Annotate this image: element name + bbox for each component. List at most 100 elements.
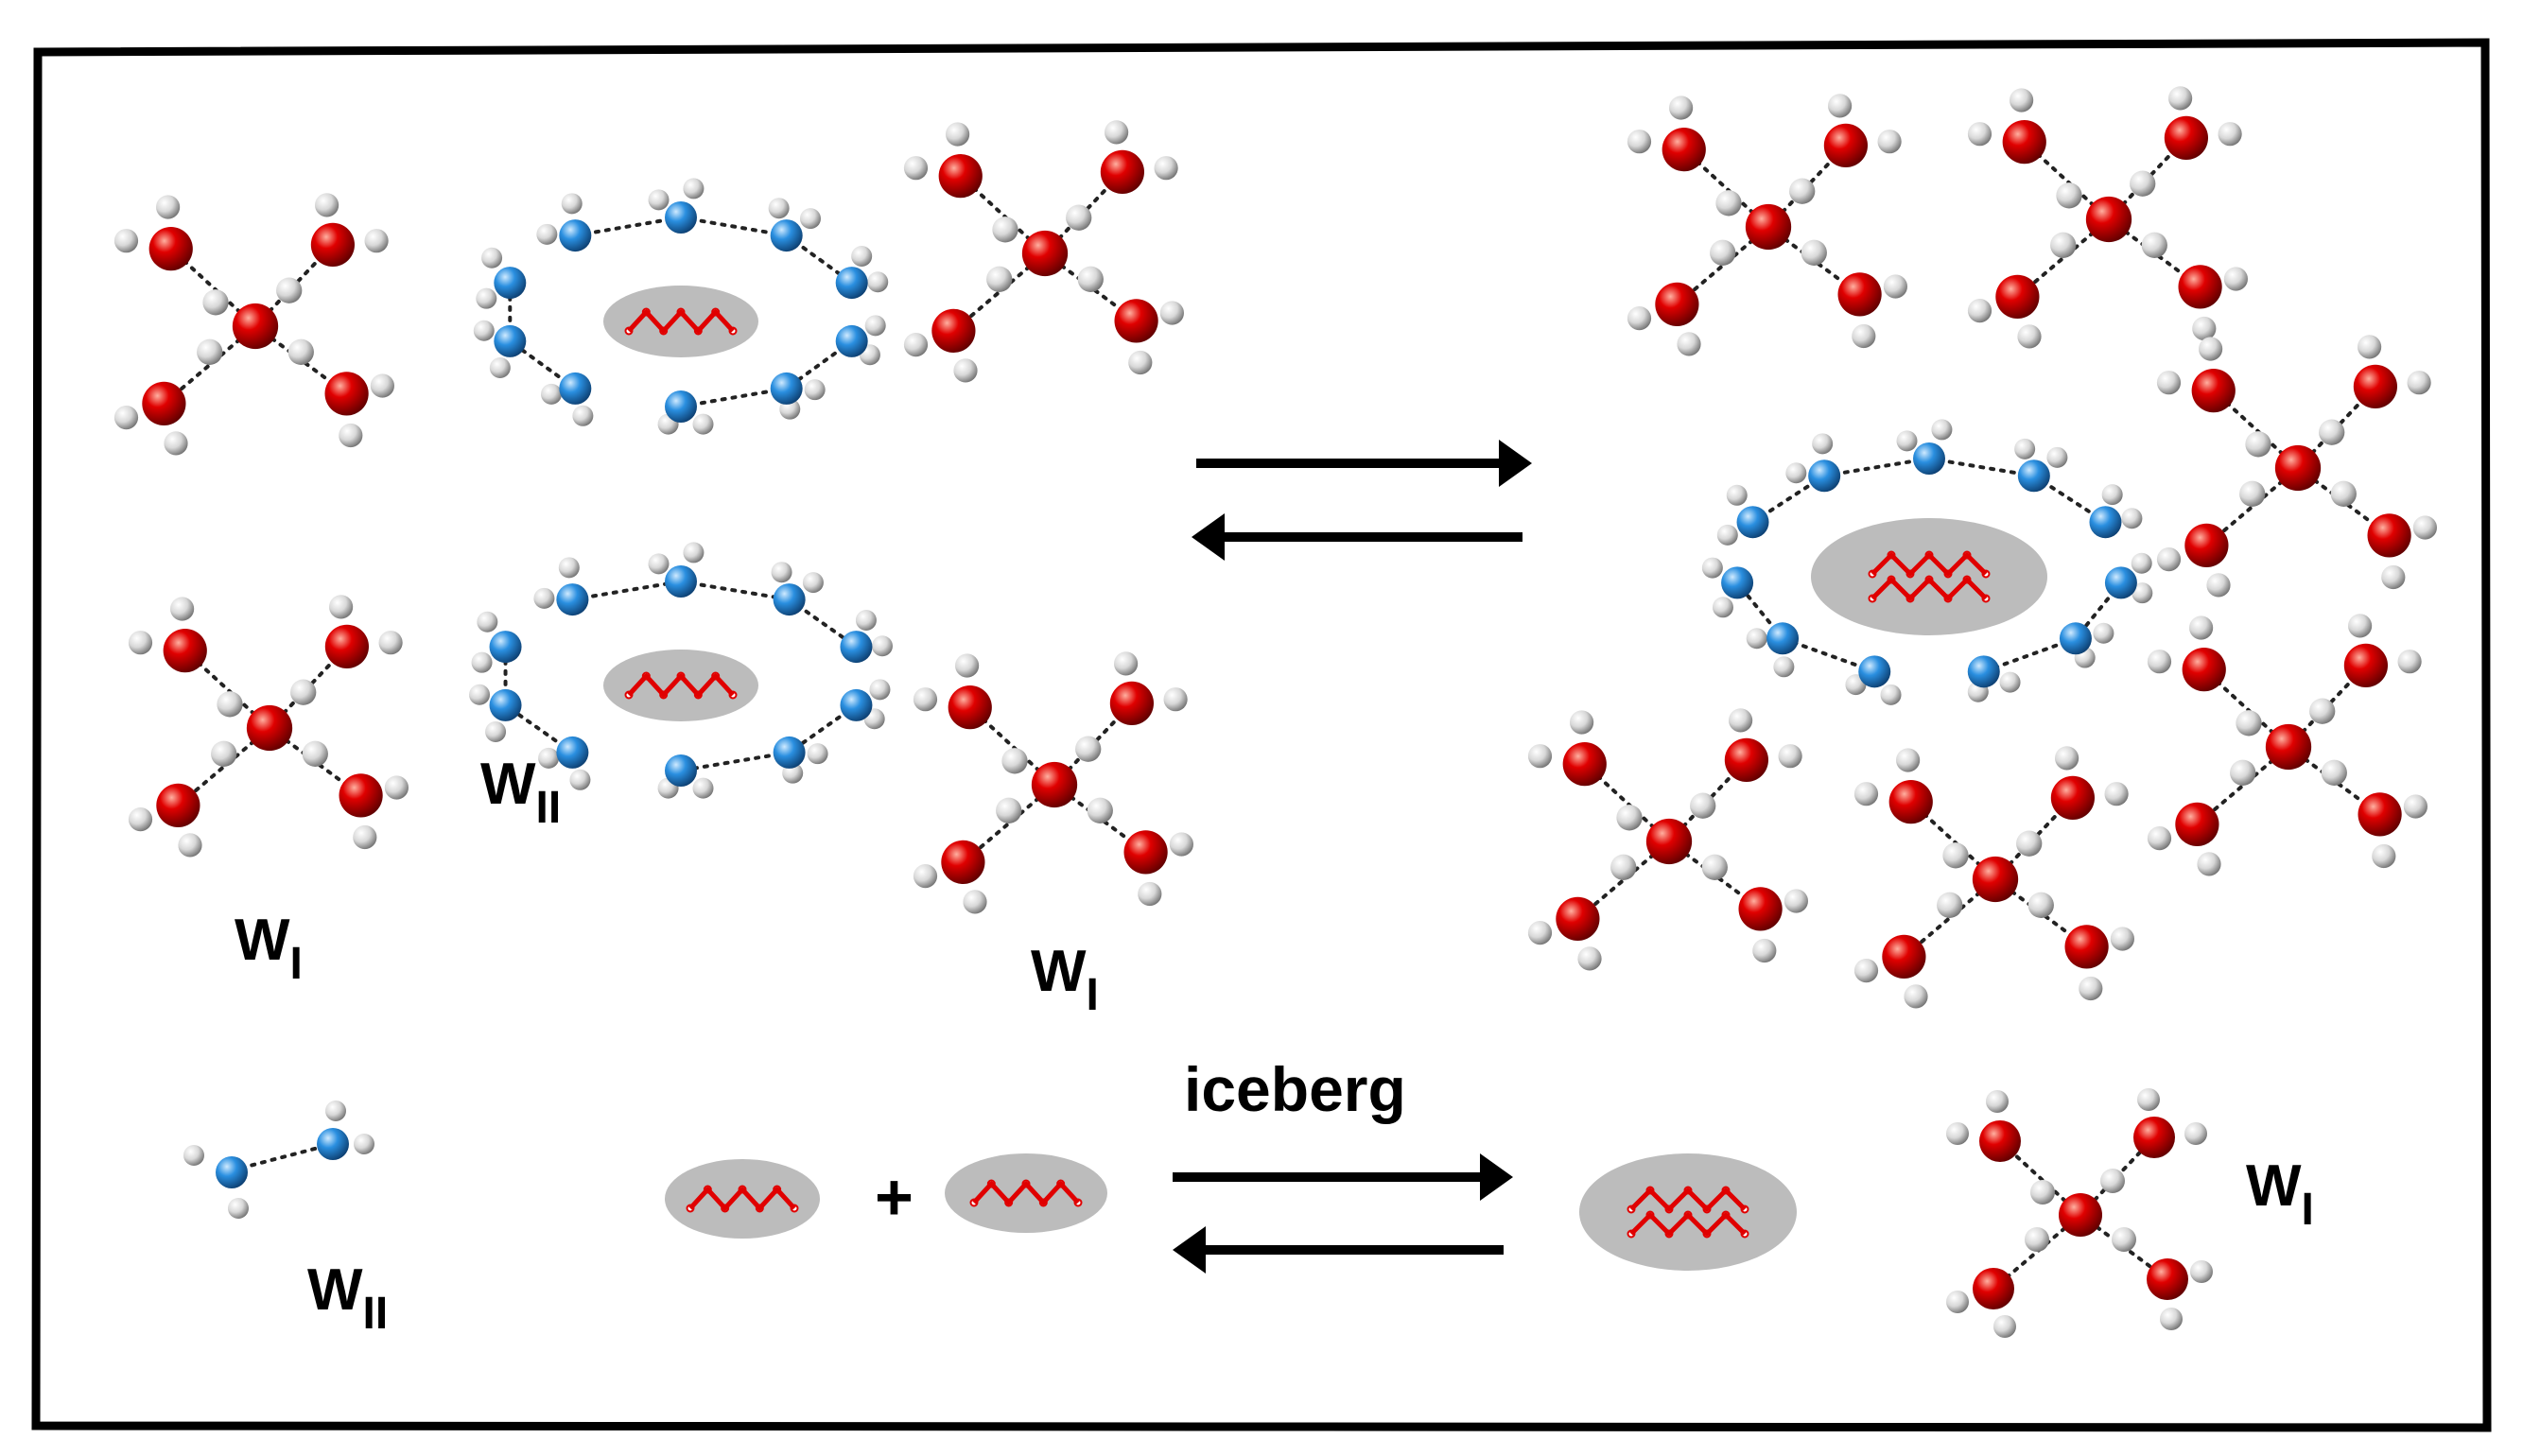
hydrogen-atom (1931, 419, 1953, 441)
label-wii-ring: WII (480, 752, 561, 833)
hydrogen-atom (955, 653, 980, 678)
hydrogen-atom (2132, 582, 2153, 604)
oxygen-atom (1858, 655, 1891, 688)
arrow-right-icon (1196, 440, 1532, 487)
hydrogen-atom (2236, 710, 2262, 737)
hydrogen-atom (1159, 301, 1184, 325)
tetrahedral-water-cluster-icon (1853, 746, 2134, 1009)
hydrogen-atom (2189, 615, 2214, 640)
hydrophobic-solute-icon (603, 650, 758, 721)
oxygen-atom (773, 583, 806, 616)
hydrogen-atom (378, 631, 403, 655)
oxygen-atom (489, 688, 522, 721)
hydrogen-atom (473, 320, 495, 341)
hydrogen-atom (2156, 547, 2182, 572)
hydrogen-atom (339, 423, 363, 448)
hydrogen-atom (2206, 573, 2231, 598)
hydrophobic-solute-icon (603, 286, 758, 357)
oxygen-atom (2064, 925, 2109, 969)
clathrate-ring-icon (473, 178, 889, 435)
hydrogen-atom (2137, 1088, 2160, 1111)
oxygen-atom (2050, 775, 2095, 821)
hydrogen-atom (1128, 350, 1153, 375)
oxygen-atom (324, 372, 369, 416)
hydrogen-atom (2190, 1260, 2213, 1283)
hydrogen-atom (771, 562, 792, 583)
hydrogen-atom (1812, 433, 1834, 455)
oxygen-atom (232, 303, 279, 350)
hydrogen-atom (683, 542, 705, 563)
hydrogen-atom (2016, 830, 2043, 857)
hydrogen-atom (867, 271, 889, 293)
label-wi-left: WI (235, 908, 303, 989)
hydrogen-atom (1154, 156, 1178, 181)
hydrogen-atom (202, 289, 229, 316)
oxygen-atom (1888, 780, 1933, 824)
hydrogen-atom (963, 890, 987, 914)
oxygen-atom (1808, 459, 1841, 493)
oxygen-atom (931, 308, 976, 353)
hydrogen-atom (1773, 656, 1795, 678)
hydrogen-atom (1066, 204, 1092, 231)
hydrogen-atom (683, 178, 705, 199)
oxygen-atom (1738, 887, 1783, 931)
clathrate-ring-icon (469, 542, 893, 799)
hydrogen-atom (996, 797, 1022, 823)
hydrogen-atom (1784, 889, 1808, 913)
hydrogen-atom (913, 687, 938, 712)
hydrogen-atom (2014, 438, 2036, 459)
tetrahedral-water-cluster-icon (128, 595, 409, 858)
hydrogen-atom (561, 193, 583, 215)
arrow-left-icon (1173, 1226, 1504, 1274)
hydrogen-atom (2397, 650, 2422, 674)
oxygen-atom (2184, 523, 2229, 568)
hydrogen-atom (558, 557, 580, 579)
hydrogen-atom (1075, 736, 1102, 762)
equilibrium-arrows-bottom (1173, 1153, 1513, 1274)
hydrogen-atom (302, 740, 328, 767)
oxygen-atom (773, 736, 806, 769)
hydrogen-atom (2130, 170, 2156, 197)
oxygen-atom (2133, 1117, 2175, 1158)
hydrogen-atom (481, 247, 503, 269)
oxygen-atom (156, 783, 200, 828)
oxygen-atom (1662, 128, 1706, 172)
hydrogen-atom (1527, 744, 1553, 769)
hydrogen-atom (329, 595, 354, 619)
hydrogen-atom (1001, 748, 1028, 774)
hydrogen-atom (2330, 480, 2357, 507)
oxygen-atom (1913, 442, 1945, 475)
oxygen-atom (559, 219, 592, 252)
hydrogen-atom (1801, 239, 1827, 266)
hydrogen-atom (851, 245, 873, 267)
hydrogen-atom (1690, 792, 1716, 819)
hydrogen-atom (290, 679, 317, 705)
hydrogen-atom (536, 223, 558, 245)
hydrogen-atom (1669, 95, 1694, 120)
tetrahedral-water-cluster-icon (913, 651, 1193, 914)
label-iceberg: iceberg (1184, 1054, 1406, 1124)
hydrogen-atom (2372, 843, 2396, 869)
oxygen-atom (2089, 506, 2122, 539)
hydrogen-atom (1993, 1315, 2016, 1338)
hydrogen-atom (2010, 88, 2034, 113)
hydrogen-atom (287, 338, 314, 365)
hydrogen-atom (1715, 190, 1742, 217)
oxygen-atom (941, 840, 985, 885)
hydrogen-atom (1527, 921, 1553, 945)
oxygen-atom (1114, 299, 1158, 343)
tetrahedral-water-cluster-icon (1967, 86, 2248, 349)
oxygen-atom (2182, 648, 2226, 692)
oxygen-atom (2059, 1193, 2102, 1237)
hydrogen-atom (2403, 794, 2427, 819)
hydrogen-atom (477, 611, 498, 633)
hydrogen-atom (2046, 446, 2068, 468)
hydrogen-atom (1701, 557, 1723, 579)
oxygen-atom (938, 154, 983, 199)
hydrogen-atom (1896, 430, 1918, 452)
oxygen-atom (2164, 115, 2208, 160)
labels: WII WI WI WII WI + iceberg (235, 752, 2314, 1339)
hydrogen-atom (648, 553, 670, 575)
tetrahedral-water-cluster-icon (903, 120, 1184, 383)
oxygen-atom (148, 227, 193, 271)
